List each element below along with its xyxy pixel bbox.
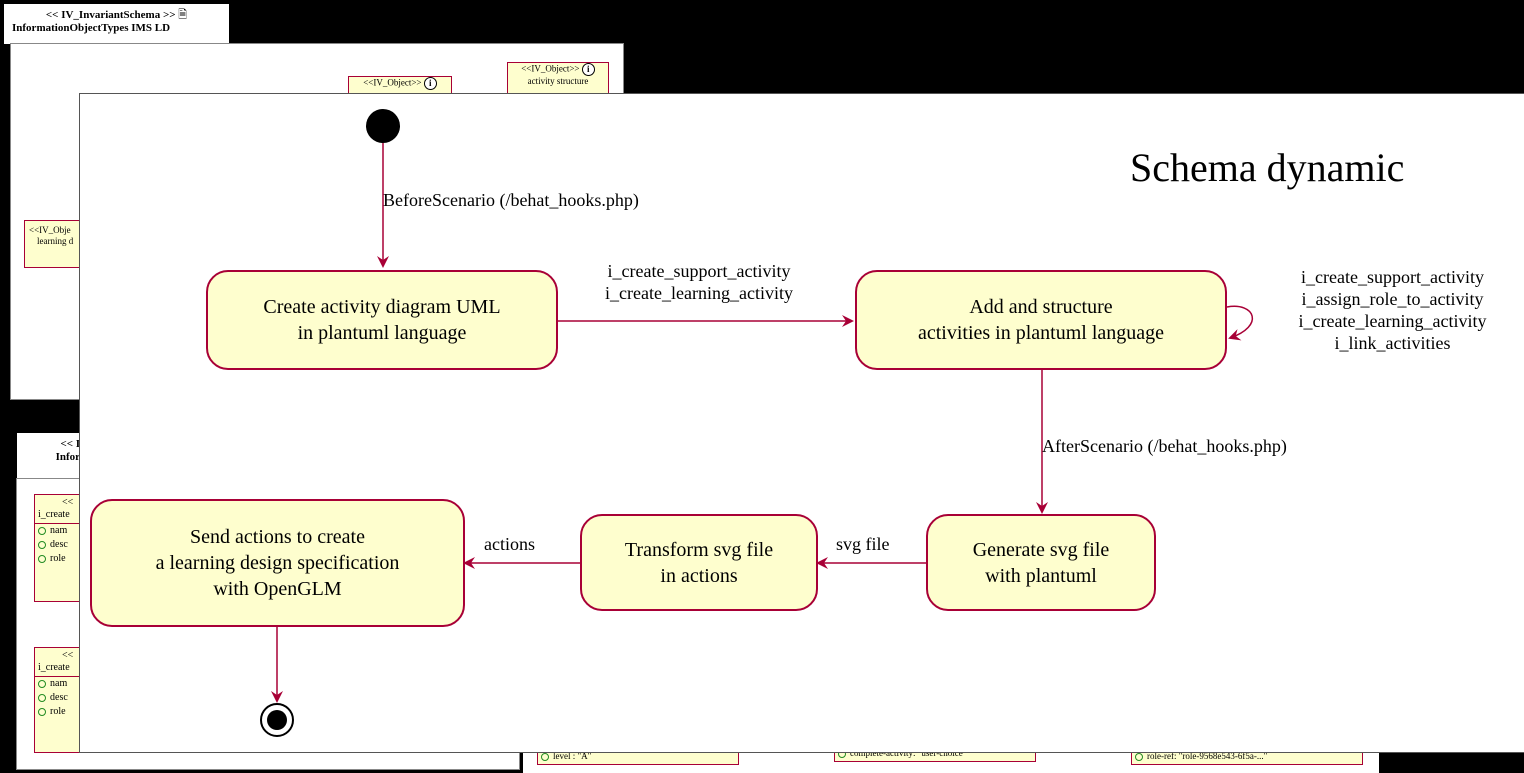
- label-add-self-loop: i_create_support_activity i_assign_role_…: [1298, 267, 1487, 353]
- public-attribute-icon: [38, 526, 46, 535]
- state-add-structure[interactable]: Add and structure activities in plantuml…: [855, 270, 1227, 370]
- initial-node: [366, 109, 400, 143]
- label-create-to-add: i_create_support_activity i_create_learn…: [605, 261, 793, 303]
- attribute-row: nam: [35, 677, 95, 691]
- state-line: Send actions to create: [190, 526, 365, 548]
- diagram-canvas: [260, 109, 1253, 737]
- public-attribute-icon: [38, 707, 46, 716]
- attribute-row: role: [35, 552, 95, 566]
- state-line: Create activity diagram UML: [263, 296, 501, 318]
- document-icon: 🗎: [178, 9, 188, 21]
- state-line: in actions: [660, 564, 738, 587]
- state-create-uml[interactable]: Create activity diagram UML in plantuml …: [206, 270, 558, 370]
- object-stereotype: <<: [62, 497, 74, 508]
- transition-add-self-loop: [1226, 305, 1253, 341]
- final-node-inner: [267, 710, 287, 730]
- attribute-row: desc: [35, 538, 95, 552]
- state-line: Generate svg file: [972, 538, 1110, 561]
- state-line: Add and structure: [969, 296, 1113, 318]
- label-after-scenario: AfterScenario (/behat_hooks.php): [1042, 436, 1287, 456]
- attribute-row: role: [35, 705, 95, 719]
- object-label: <<IV_Object>>: [521, 63, 580, 74]
- object-label: <<IV_Object>>: [363, 77, 422, 88]
- object-box-1[interactable]: <<IV_Object>> i: [348, 76, 452, 98]
- state-diagram-window[interactable]: Schema dynamic Create activity diagram U…: [79, 93, 1524, 753]
- schema-tab-top[interactable]: << IV_InvariantSchema >> 🗎 InformationOb…: [3, 3, 230, 45]
- info-icon[interactable]: i: [423, 77, 437, 90]
- state-line: with OpenGLM: [213, 578, 342, 600]
- public-attribute-icon: [541, 752, 549, 761]
- object-box-2[interactable]: <<IV_Object>> i activity structure: [507, 62, 609, 96]
- state-line: Transform svg file: [624, 538, 774, 561]
- label-svg-file: svg file: [836, 534, 890, 554]
- state-transform-svg[interactable]: Transform svg file in actions: [580, 514, 818, 611]
- object-label: <<IV_Obje: [29, 225, 71, 235]
- object-stereotype: <<: [62, 650, 74, 661]
- attribute-row: desc: [35, 691, 95, 705]
- attribute-row: nam: [35, 524, 95, 538]
- label-actions: actions: [484, 534, 535, 554]
- state-line: in plantuml language: [297, 322, 467, 344]
- public-attribute-icon: [1135, 752, 1143, 761]
- diagram-title: Schema dynamic: [1130, 145, 1405, 190]
- state-line: activities in plantuml language: [917, 322, 1165, 344]
- object-sublabel: learning d: [37, 236, 74, 246]
- public-attribute-icon: [38, 554, 46, 563]
- public-attribute-icon: [38, 679, 46, 688]
- object-name: i_create: [38, 509, 70, 520]
- public-attribute-icon: [38, 540, 46, 549]
- state-line: with plantuml: [985, 564, 1097, 587]
- schema-stereotype: << IV_InvariantSchema >>: [45, 9, 176, 21]
- object-name: i_create: [38, 662, 70, 673]
- schema-name: InformationObjectTypes IMS LD: [12, 22, 171, 34]
- info-icon[interactable]: i: [581, 63, 595, 76]
- state-generate-svg[interactable]: Generate svg file with plantuml: [926, 514, 1156, 611]
- state-line: a learning design specification: [155, 552, 400, 574]
- object-sublabel: activity structure: [527, 76, 589, 86]
- state-send-actions[interactable]: Send actions to create a learning design…: [90, 499, 465, 627]
- label-before-scenario: BeforeScenario (/behat_hooks.php): [383, 190, 639, 210]
- public-attribute-icon: [38, 693, 46, 702]
